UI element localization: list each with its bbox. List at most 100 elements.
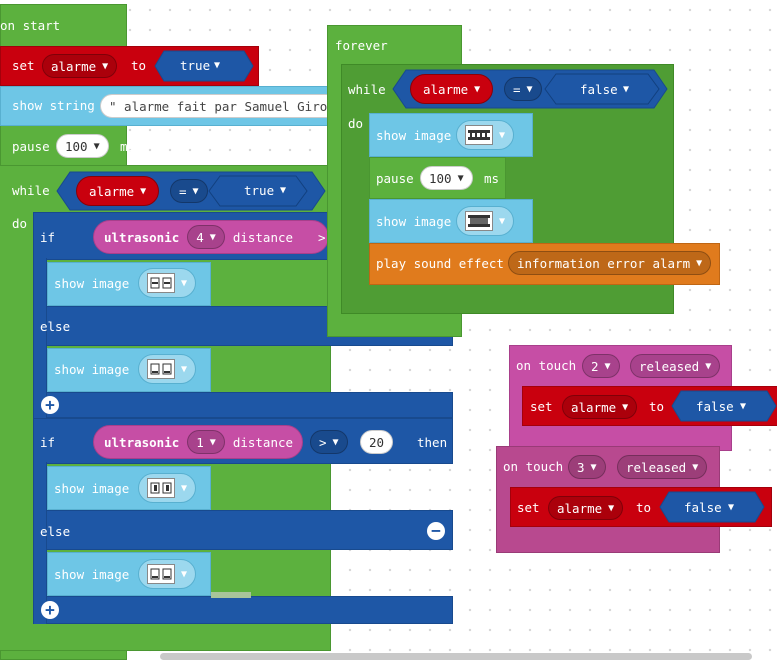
else-keyword: else	[40, 524, 71, 539]
pause-duration-dropdown[interactable]: 100▼	[420, 166, 473, 190]
true-value[interactable]: true	[244, 183, 275, 198]
remove-branch-icon[interactable]: −	[427, 522, 445, 540]
false-value[interactable]: false	[696, 399, 734, 414]
chevron-down-icon: ▼	[457, 172, 464, 184]
chevron-down-icon: ▼	[604, 360, 611, 372]
do-keyword: do	[348, 116, 364, 131]
else-keyword: else	[40, 319, 71, 334]
chevron-down-icon: ▼	[209, 436, 216, 448]
variable-dropdown[interactable]: alarme▼	[548, 496, 624, 520]
play-sound-block[interactable]	[369, 243, 720, 285]
variable-dropdown[interactable]: alarme▼	[42, 54, 118, 78]
add-branch-icon[interactable]: +	[41, 396, 59, 414]
chevron-down-icon: ▼	[181, 568, 188, 580]
if-keyword: if	[40, 230, 56, 245]
pin-dropdown[interactable]: 2▼	[582, 354, 620, 378]
image-picker[interactable]: ▼	[138, 354, 197, 384]
show-image-keyword: show image	[54, 276, 130, 291]
if-block-2-else-row	[33, 510, 453, 550]
variable-dropdown[interactable]: alarme▼	[562, 395, 638, 419]
eyes-image-icon	[147, 273, 175, 293]
port-dropdown[interactable]: 4▼	[187, 225, 225, 249]
eyes-image-icon	[147, 564, 175, 584]
chevron-down-icon: ▼	[192, 185, 199, 197]
chevron-down-icon: ▼	[209, 231, 216, 243]
threshold-input[interactable]: 20	[360, 430, 394, 454]
chevron-down-icon: ▼	[608, 502, 615, 514]
chevron-down-icon: ▼	[181, 363, 188, 375]
chevron-down-icon: ▼	[705, 360, 712, 372]
event-dropdown[interactable]: released▼	[617, 455, 708, 479]
pause-keyword: pause	[12, 139, 50, 154]
ultrasonic-sensor-block[interactable]: ultrasonic 1▼ distance	[93, 425, 303, 459]
chevron-down-icon: ▼	[214, 60, 221, 71]
show-image-keyword: show image	[54, 481, 130, 496]
compare-operator-dropdown[interactable]: =▼	[504, 77, 542, 101]
value-hex-slot[interactable]	[659, 491, 765, 523]
eyes-image-icon	[147, 359, 175, 379]
ultrasonic-sensor-block[interactable]: ultrasonic 4▼ distance	[93, 220, 329, 254]
ms-unit: ms	[120, 139, 136, 154]
then-keyword: then	[417, 435, 448, 450]
chevron-down-icon: ▼	[590, 461, 597, 473]
forever-header: forever	[335, 38, 388, 53]
chevron-down-icon: ▼	[623, 84, 630, 95]
chevron-down-icon: ▼	[622, 401, 629, 413]
chevron-down-icon: ▼	[728, 502, 735, 513]
on-touch-keyword: on touch	[516, 358, 577, 373]
image-picker[interactable]: ▼	[138, 473, 197, 503]
show-image-keyword: show image	[54, 567, 130, 582]
image-picker[interactable]: ▼	[138, 268, 197, 298]
alarme-variable-pill[interactable]: alarme▼	[410, 74, 494, 104]
show-image-keyword: show image	[54, 362, 130, 377]
true-value[interactable]: true	[180, 58, 211, 73]
alarme-variable-pill[interactable]: alarme▼	[76, 176, 160, 206]
on-touch-keyword: on touch	[503, 459, 564, 474]
set-keyword: set	[12, 58, 35, 73]
chevron-down-icon: ▼	[181, 482, 188, 494]
block-shadow	[211, 592, 251, 598]
pin-dropdown[interactable]: 3▼	[568, 455, 606, 479]
compare-operator-dropdown[interactable]: =▼	[170, 179, 208, 203]
chevron-down-icon: ▼	[499, 129, 506, 141]
compare-operator[interactable]: >	[318, 230, 326, 245]
add-branch-icon[interactable]: +	[41, 601, 59, 619]
to-keyword: to	[649, 399, 665, 414]
false-value[interactable]: false	[684, 500, 722, 515]
value-hex-slot[interactable]	[154, 50, 254, 82]
to-keyword: to	[636, 500, 652, 515]
chevron-down-icon: ▼	[280, 185, 287, 196]
set-keyword: set	[530, 399, 553, 414]
teeth-image-icon	[465, 125, 493, 145]
sound-effect-dropdown[interactable]: information error alarm▼	[508, 251, 712, 275]
image-picker[interactable]: ▼	[138, 559, 197, 589]
chevron-down-icon: ▼	[526, 83, 533, 95]
chevron-down-icon: ▼	[93, 140, 100, 152]
chevron-down-icon: ▼	[181, 277, 188, 289]
value-hex-slot[interactable]	[671, 390, 777, 422]
pause-keyword: pause	[376, 171, 414, 186]
if-block-2-left-bar	[33, 462, 47, 624]
port-dropdown[interactable]: 1▼	[187, 430, 225, 454]
to-keyword: to	[131, 58, 147, 73]
image-picker[interactable]: ▼	[456, 120, 515, 150]
open-mouth-image-icon	[465, 211, 493, 231]
image-picker[interactable]: ▼	[456, 206, 515, 236]
compare-operator-dropdown[interactable]: >▼	[310, 430, 348, 454]
chevron-down-icon: ▼	[740, 401, 747, 412]
if-block-2-footer	[33, 596, 453, 624]
false-value[interactable]: false	[580, 82, 618, 97]
if-keyword: if	[40, 435, 56, 450]
horizontal-scrollbar[interactable]	[160, 653, 752, 660]
string-input[interactable]: " alarme fait par Samuel Girou	[100, 94, 340, 118]
pause-duration-dropdown[interactable]: 100▼	[56, 134, 109, 158]
chevron-down-icon: ▼	[696, 257, 703, 269]
if-block-1-left-bar	[33, 258, 47, 418]
ms-unit: ms	[484, 171, 500, 186]
while-keyword: while	[348, 82, 386, 97]
chevron-down-icon: ▼	[499, 215, 506, 227]
if-block-1-footer	[33, 392, 453, 418]
chevron-down-icon: ▼	[692, 461, 699, 473]
chevron-down-icon: ▼	[332, 436, 339, 448]
event-dropdown[interactable]: released▼	[630, 354, 721, 378]
